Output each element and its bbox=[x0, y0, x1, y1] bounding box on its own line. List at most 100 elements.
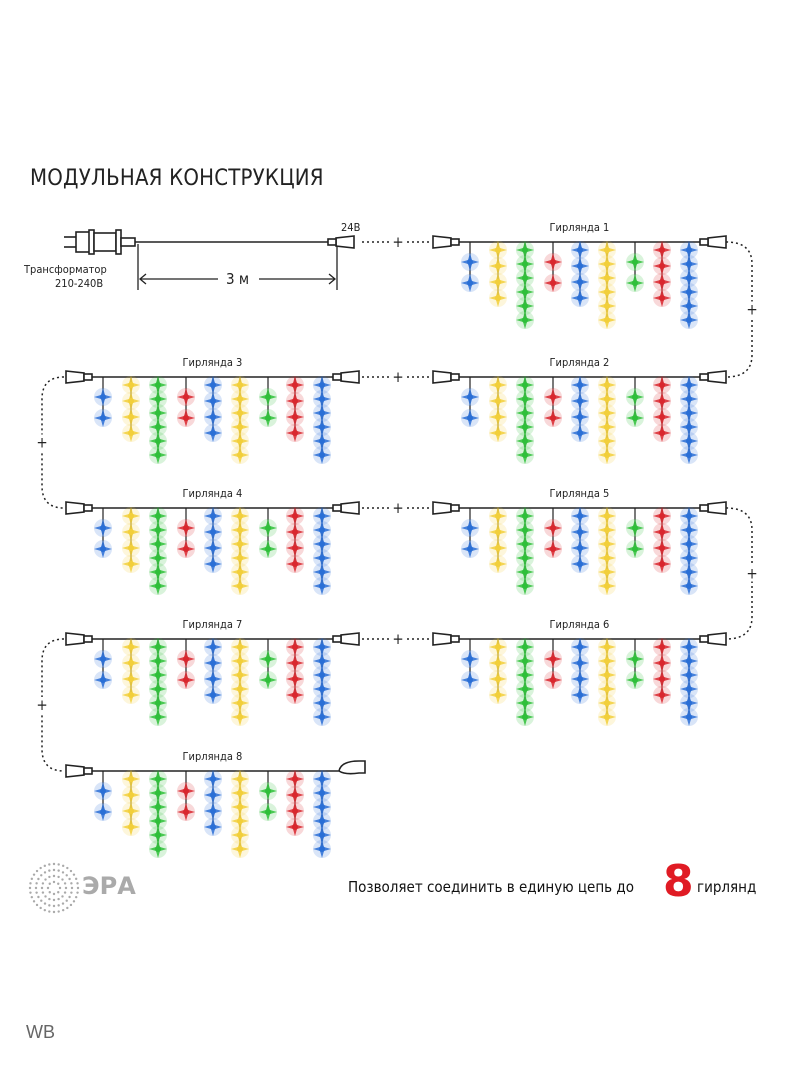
led-bulb-icon bbox=[122, 376, 140, 394]
light-strand bbox=[571, 507, 589, 573]
led-bulb-icon bbox=[516, 390, 534, 408]
led-bulb-icon bbox=[598, 638, 616, 656]
connector-plug-icon bbox=[432, 501, 460, 515]
led-bulb-icon bbox=[259, 388, 277, 406]
light-strand bbox=[149, 770, 167, 858]
connector-plug-icon bbox=[699, 501, 727, 515]
connector-plug-icon bbox=[332, 501, 360, 515]
led-bulb-icon bbox=[680, 269, 698, 287]
light-strand bbox=[653, 376, 671, 442]
led-bulb-icon bbox=[204, 670, 222, 688]
led-bulb-icon bbox=[149, 521, 167, 539]
led-bulb-icon bbox=[598, 652, 616, 670]
led-bulb-icon bbox=[177, 519, 195, 537]
led-bulb-icon bbox=[598, 297, 616, 315]
led-bulb-icon bbox=[231, 418, 249, 436]
led-bulb-icon bbox=[313, 507, 331, 525]
led-bulb-icon bbox=[489, 638, 507, 656]
led-bulb-icon bbox=[489, 686, 507, 704]
led-bulb-icon bbox=[598, 311, 616, 329]
led-bulb-icon bbox=[286, 376, 304, 394]
led-bulb-icon bbox=[626, 650, 644, 668]
led-bulb-icon bbox=[177, 540, 195, 558]
garland-label: Гирлянда 3 bbox=[182, 356, 243, 369]
led-bulb-icon bbox=[461, 519, 479, 537]
led-bulb-icon bbox=[122, 555, 140, 573]
led-bulb-icon bbox=[516, 694, 534, 712]
transformer-label: Трансформатор bbox=[24, 263, 107, 276]
light-strand bbox=[286, 507, 304, 573]
light-strand bbox=[461, 508, 479, 558]
led-bulb-icon bbox=[516, 255, 534, 273]
led-bulb-icon bbox=[149, 784, 167, 802]
led-bulb-icon bbox=[259, 540, 277, 558]
light-strand bbox=[204, 770, 222, 836]
led-bulb-icon bbox=[94, 803, 112, 821]
light-strand bbox=[259, 377, 277, 427]
led-bulb-icon bbox=[149, 708, 167, 726]
garland-label: Гирлянда 4 bbox=[182, 487, 243, 500]
led-bulb-icon bbox=[204, 654, 222, 672]
connector-plug-icon bbox=[432, 235, 460, 249]
led-bulb-icon bbox=[461, 388, 479, 406]
connection-plus: + bbox=[392, 368, 403, 386]
led-bulb-icon bbox=[122, 770, 140, 788]
garland-8 bbox=[65, 760, 366, 858]
led-bulb-icon bbox=[626, 671, 644, 689]
garland-label: Гирлянда 5 bbox=[549, 487, 610, 500]
led-bulb-icon bbox=[149, 390, 167, 408]
led-bulb-icon bbox=[94, 540, 112, 558]
light-strand bbox=[313, 507, 331, 595]
connector-plug-icon bbox=[432, 632, 460, 646]
led-bulb-icon bbox=[461, 650, 479, 668]
led-bulb-icon bbox=[231, 666, 249, 684]
led-bulb-icon bbox=[313, 770, 331, 788]
led-bulb-icon bbox=[571, 539, 589, 557]
led-bulb-icon bbox=[149, 549, 167, 567]
led-bulb-icon bbox=[653, 408, 671, 426]
led-bulb-icon bbox=[571, 686, 589, 704]
light-strand bbox=[149, 376, 167, 464]
led-bulb-icon bbox=[653, 392, 671, 410]
connector-plug-icon bbox=[65, 501, 93, 515]
led-bulb-icon bbox=[313, 390, 331, 408]
led-bulb-icon bbox=[653, 654, 671, 672]
garland-label: Гирлянда 7 bbox=[182, 618, 243, 631]
led-bulb-icon bbox=[653, 241, 671, 259]
led-bulb-icon bbox=[489, 392, 507, 410]
led-bulb-icon bbox=[286, 555, 304, 573]
connection-plus: + bbox=[36, 434, 47, 452]
led-bulb-icon bbox=[653, 523, 671, 541]
led-bulb-icon bbox=[94, 671, 112, 689]
led-bulb-icon bbox=[516, 446, 534, 464]
led-bulb-icon bbox=[598, 666, 616, 684]
led-bulb-icon bbox=[516, 638, 534, 656]
led-bulb-icon bbox=[598, 432, 616, 450]
led-bulb-icon bbox=[516, 432, 534, 450]
connector-plug-icon bbox=[699, 632, 727, 646]
page-title: МОДУЛЬНАЯ КОНСТРУКЦИЯ bbox=[30, 166, 324, 191]
light-strand bbox=[286, 638, 304, 704]
led-bulb-icon bbox=[313, 404, 331, 422]
led-bulb-icon bbox=[149, 563, 167, 581]
led-bulb-icon bbox=[286, 670, 304, 688]
led-bulb-icon bbox=[489, 241, 507, 259]
led-bulb-icon bbox=[149, 840, 167, 858]
led-bulb-icon bbox=[231, 638, 249, 656]
led-bulb-icon bbox=[598, 376, 616, 394]
light-strand bbox=[598, 241, 616, 329]
led-bulb-icon bbox=[544, 540, 562, 558]
led-bulb-icon bbox=[204, 424, 222, 442]
led-bulb-icon bbox=[516, 652, 534, 670]
light-strand bbox=[94, 377, 112, 427]
led-bulb-icon bbox=[544, 519, 562, 537]
dotted-link bbox=[41, 638, 65, 772]
led-bulb-icon bbox=[680, 666, 698, 684]
led-bulb-icon bbox=[149, 507, 167, 525]
led-bulb-icon bbox=[571, 670, 589, 688]
light-strand bbox=[680, 376, 698, 464]
connection-plus: + bbox=[746, 301, 757, 319]
led-bulb-icon bbox=[653, 376, 671, 394]
led-bulb-icon bbox=[122, 786, 140, 804]
led-bulb-icon bbox=[544, 253, 562, 271]
